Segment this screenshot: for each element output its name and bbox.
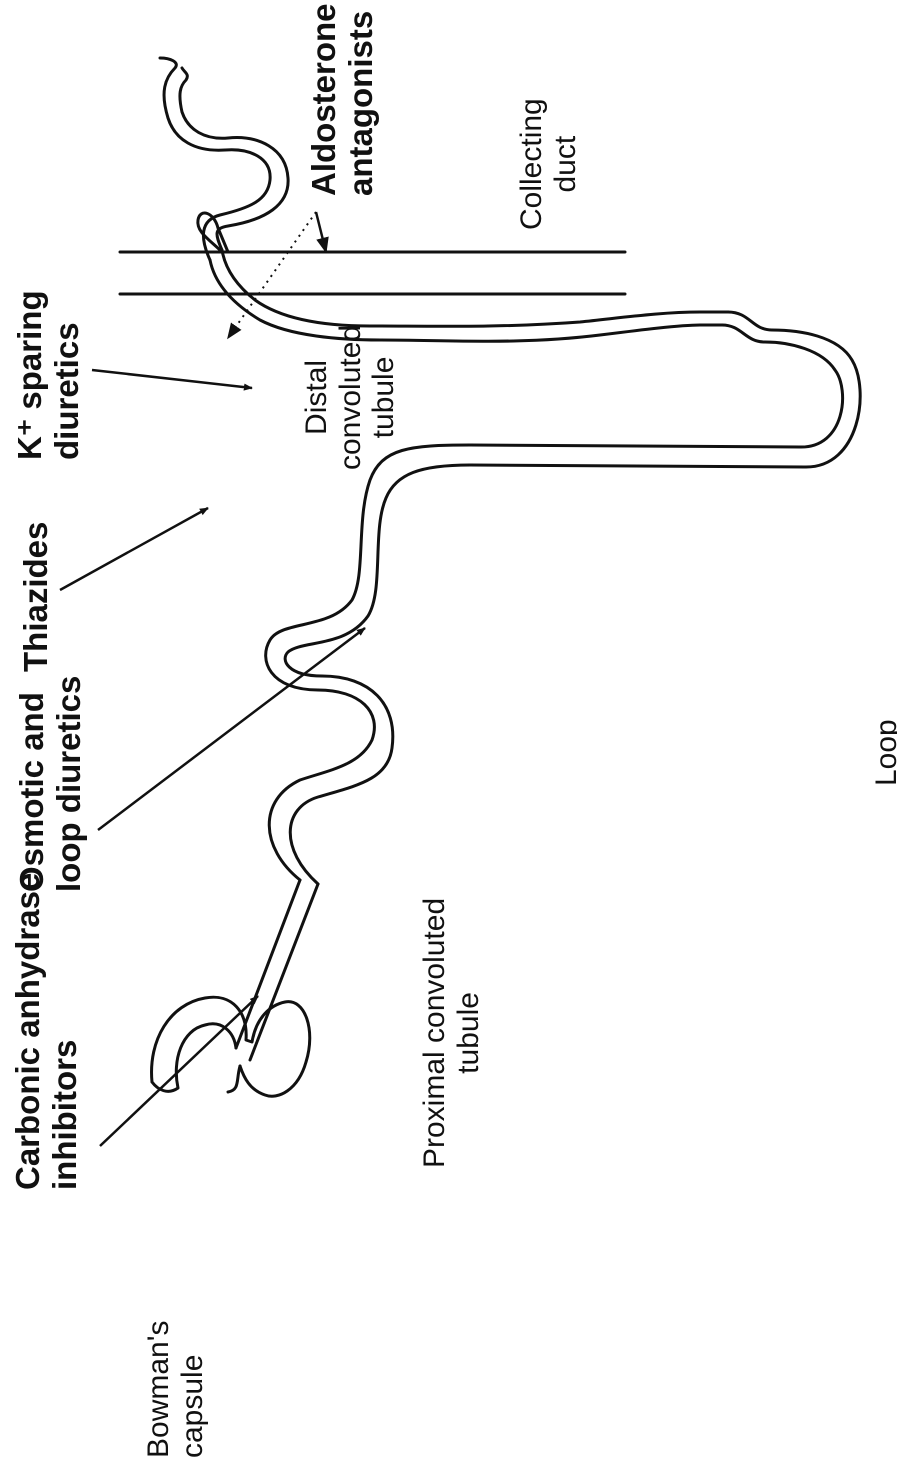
proximal-tubule-inner xyxy=(285,465,470,884)
loop-of-henle-outer xyxy=(470,325,843,447)
proximal-neck xyxy=(236,880,318,1060)
collecting-duct-side-branch xyxy=(198,213,228,252)
osmotic-loop-arrow xyxy=(98,628,365,830)
label-osmotic-and-loop-diuretics: Osmotic and loop diuretics xyxy=(14,676,88,892)
label-k-sparing-diuretics: K⁺ sparing diuretics xyxy=(12,290,86,460)
carbonic-anhydrase-arrow xyxy=(100,996,258,1146)
bowmans-capsule-shape xyxy=(152,997,310,1096)
label-thiazides: Thiazides xyxy=(18,522,55,672)
bowmans-capsule-opening xyxy=(228,1066,240,1092)
thick-ascending-limb xyxy=(210,250,728,341)
label-carbonic-anhydrase-inhibitors: Carbonic anhydrase inhibitors xyxy=(10,873,84,1190)
label-collecting-duct: Collecting duct xyxy=(515,98,582,230)
aldosterone-arrow-to-duct xyxy=(316,212,326,252)
label-proximal-convoluted-tubule: Proximal convoluted tubule xyxy=(418,898,485,1168)
label-distal-convoluted-tubule: Distal convoluted tubule xyxy=(300,325,401,470)
loop-of-henle-inner xyxy=(470,312,860,467)
label-aldosterone-antagonists: Aldosterone antagonists xyxy=(306,3,380,196)
label-loop-of-henle: Loop of Henle xyxy=(870,708,897,786)
distal-tubule xyxy=(160,58,288,260)
thiazides-arrow xyxy=(60,508,208,590)
k-sparing-arrow xyxy=(92,370,252,388)
label-bowmans-capsule: Bowman's capsule xyxy=(142,1321,209,1458)
